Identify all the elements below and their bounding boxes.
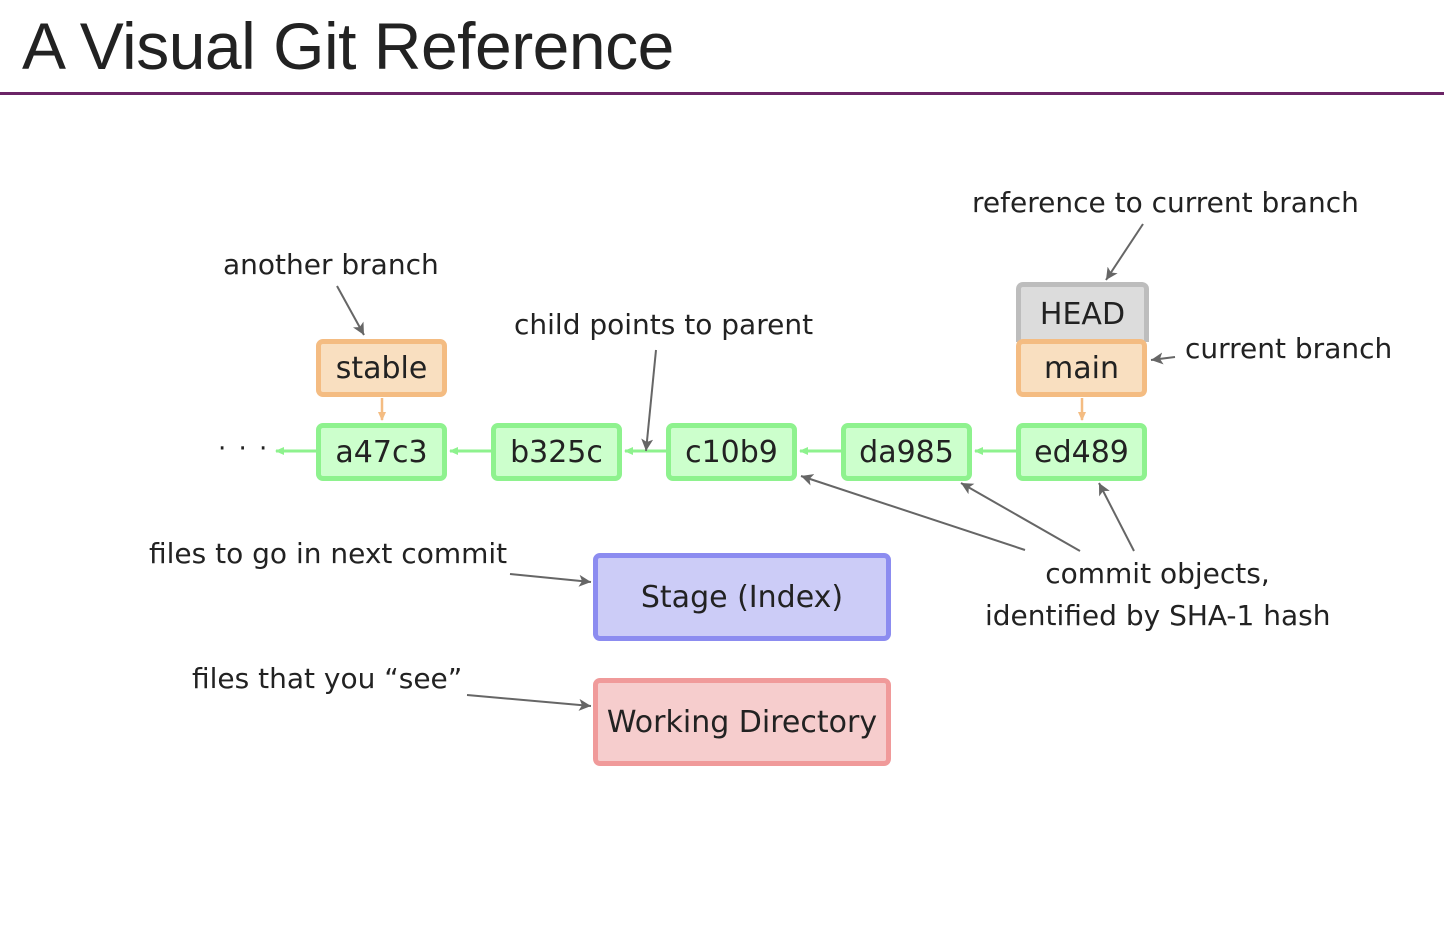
annotation-arrow-commit-da985 (960, 482, 1081, 552)
commit-ed489: ed489 (1016, 423, 1147, 481)
stage-index: Stage (Index) (593, 553, 891, 641)
label-commit-objects-line1: commit objects, (1045, 557, 1270, 590)
commit-b325c: b325c (491, 423, 622, 481)
history-ellipsis: · · · (218, 434, 270, 464)
commit-da985: da985 (841, 423, 972, 481)
annotation-arrow-stage (509, 573, 592, 587)
commit-a47c3: a47c3 (316, 423, 447, 481)
branch-stable: stable (316, 339, 447, 397)
label-commit-objects: commit objects, identified by SHA-1 hash (985, 557, 1331, 633)
annotation-arrow-commit-c10b9 (800, 474, 1026, 551)
annotation-arrow-commit-ed489 (1098, 482, 1135, 552)
label-reference-to-current-branch: reference to current branch (972, 186, 1359, 219)
annotation-arrow-another-branch (336, 285, 365, 336)
annotation-arrow-workdir (466, 694, 592, 711)
label-current-branch: current branch (1185, 332, 1393, 365)
label-commit-objects-line2: identified by SHA-1 hash (985, 599, 1331, 632)
label-files-next-commit: files to go in next commit (149, 537, 508, 570)
commit-c10b9: c10b9 (666, 423, 797, 481)
annotation-arrow-current-branch (1150, 352, 1176, 365)
branch-main: main (1016, 339, 1147, 397)
page-title: A Visual Git Reference (22, 9, 674, 83)
head-ref: HEAD (1016, 282, 1149, 342)
annotation-arrow-reference-head (1105, 223, 1144, 281)
label-another-branch: another branch (223, 248, 439, 281)
working-directory: Working Directory (593, 678, 891, 766)
annotation-arrow-child-points (641, 349, 657, 452)
label-files-you-see: files that you “see” (192, 662, 463, 695)
label-child-points-to-parent: child points to parent (514, 308, 814, 341)
title-divider (0, 92, 1444, 95)
